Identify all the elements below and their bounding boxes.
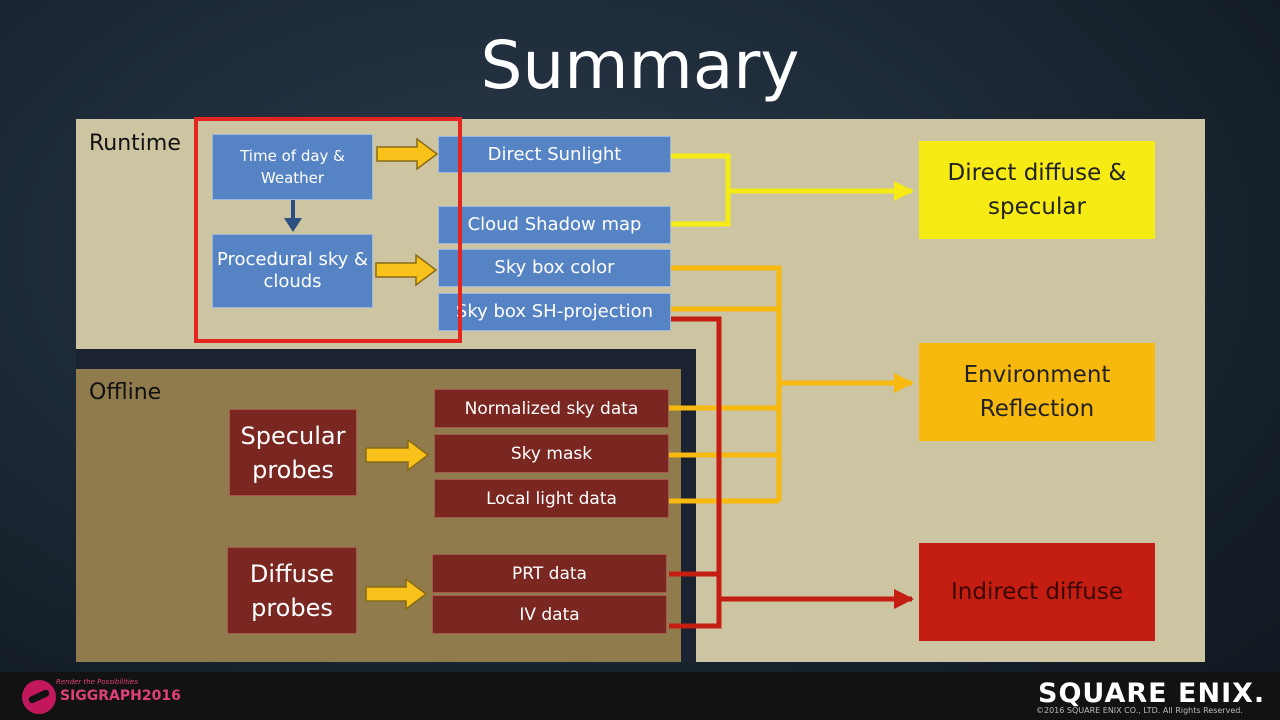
- sky-box-sh-projection-box: Sky box SH-projection: [438, 293, 671, 331]
- company-logo: SQUARE ENIX.: [1038, 678, 1266, 709]
- direct-diffuse-specular-output: Direct diffuse & specular: [919, 141, 1155, 239]
- diffuse-probes-box: Diffuse probes: [227, 547, 357, 634]
- cloud-shadow-map-box: Cloud Shadow map: [438, 206, 671, 244]
- copyright-notice: ©2016 SQUARE ENIX CO., LTD. All Rights R…: [1036, 706, 1243, 715]
- runtime-label: Runtime: [89, 131, 181, 156]
- local-light-data-box: Local light data: [434, 479, 669, 518]
- time-of-day-weather-box: Time of day & Weather: [212, 134, 373, 200]
- environment-connector: [669, 265, 914, 504]
- siggraph-logo-icon: [22, 680, 56, 714]
- sky-mask-box: Sky mask: [434, 434, 669, 473]
- direct-sunlight-box: Direct Sunlight: [438, 136, 671, 173]
- slide-title: Summary: [480, 27, 800, 104]
- siggraph-name: SIGGRAPH2016: [60, 688, 181, 704]
- normalized-sky-data-box: Normalized sky data: [434, 389, 669, 428]
- down-arrow-icon: [284, 200, 302, 232]
- indirect-connector: [669, 316, 914, 629]
- offline-label: Offline: [89, 380, 162, 405]
- footer-bar: [0, 672, 1280, 720]
- block-arrow-icon: [365, 137, 439, 611]
- prt-data-box: PRT data: [432, 554, 667, 593]
- siggraph-tagline: Render the Possibilities: [56, 678, 138, 686]
- environment-reflection-output: Environment Reflection: [919, 343, 1155, 441]
- sky-box-color-box: Sky box color: [438, 249, 671, 287]
- offline-panel-shadow: [681, 349, 696, 662]
- direct-connector: [671, 153, 914, 227]
- indirect-diffuse-output: Indirect diffuse: [919, 543, 1155, 641]
- offline-panel-shadow-top: [76, 349, 696, 369]
- iv-data-box: IV data: [432, 595, 667, 634]
- specular-probes-box: Specular probes: [229, 409, 357, 496]
- procedural-sky-clouds-box: Procedural sky & clouds: [212, 234, 373, 308]
- highlight-frame: [194, 117, 462, 343]
